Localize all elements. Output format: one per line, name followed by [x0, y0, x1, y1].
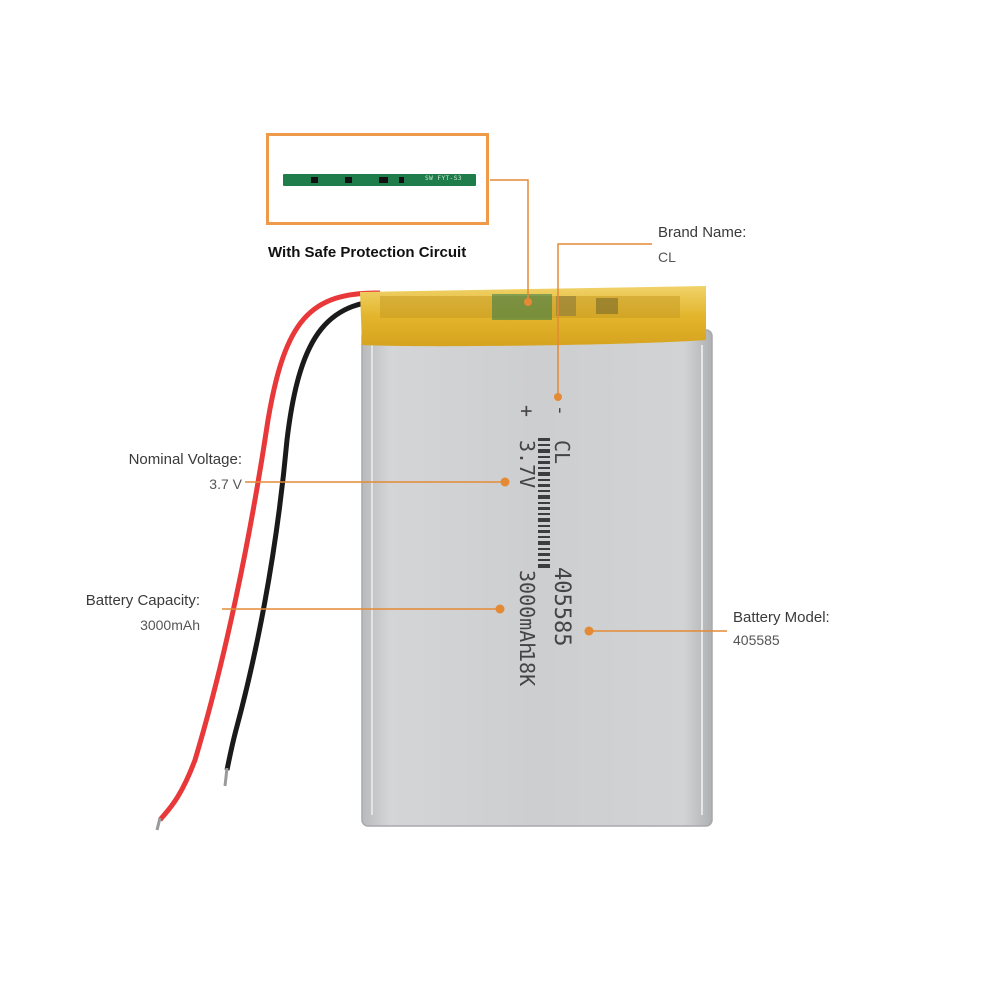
capacity-callout-dot: [495, 604, 505, 614]
voltage-callout: Nominal Voltage: 3.7 V: [129, 451, 242, 493]
protection-caption: With Safe Protection Circuit: [268, 244, 467, 261]
board-label: SW FYT-S3: [425, 175, 463, 182]
capacity-print: 3000mAh: [515, 570, 539, 654]
capacity-title: Battery Capacity:: [85, 592, 200, 609]
battery-cell: [362, 330, 712, 826]
capacity-value: 3000mAh: [140, 617, 200, 633]
red-wire: [158, 290, 381, 822]
model-value: 405585: [733, 632, 780, 648]
protection-circuit-inset: SW FYT-S3: [266, 133, 489, 225]
voltage-title: Nominal Voltage:: [128, 451, 242, 468]
brand-callout: Brand Name: CL: [658, 224, 746, 266]
brand-title: Brand Name:: [658, 224, 747, 241]
brand-print: CL: [550, 440, 574, 464]
pcb-callout-dot: [524, 298, 532, 306]
pcb-callout-line: [490, 179, 529, 300]
model-callout: Battery Model: 405585: [733, 609, 830, 649]
date-print: 18K: [515, 650, 539, 686]
barcode: [538, 438, 550, 568]
black-wire-tip: [223, 767, 229, 787]
voltage-callout-dot: [500, 477, 510, 487]
model-print: 405585: [549, 567, 574, 646]
voltage-value: 3.7 V: [209, 476, 242, 492]
minus-print: -: [550, 405, 571, 416]
brand-callout-line: [557, 243, 652, 395]
model-callout-dot: [584, 626, 594, 636]
plus-print: +: [515, 405, 539, 417]
voltage-print: 3.7V: [515, 440, 539, 488]
capacity-callout: Battery Capacity: 3000mAh: [86, 592, 200, 634]
brand-value: CL: [658, 249, 676, 265]
model-title: Battery Model:: [733, 609, 830, 626]
protection-circuit-board: SW FYT-S3: [283, 174, 476, 186]
brand-callout-dot: [554, 393, 562, 401]
black-wire: [224, 297, 396, 771]
red-wire-tip: [155, 817, 162, 831]
